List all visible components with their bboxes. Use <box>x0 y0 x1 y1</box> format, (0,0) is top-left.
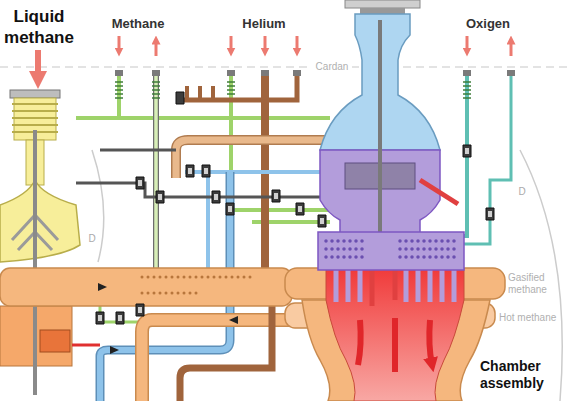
methane-line <box>153 76 159 268</box>
flow-arrow <box>358 318 432 372</box>
section-label: Gasified methane <box>508 272 564 296</box>
gimbal-line <box>0 66 572 67</box>
methane-manifold <box>0 268 292 306</box>
pump-shaft <box>33 130 37 395</box>
igniter-line <box>72 344 100 347</box>
turbine-part <box>40 330 70 352</box>
pump-shaft <box>378 20 382 232</box>
port-label: Helium <box>228 16 300 31</box>
methane-line <box>119 76 330 118</box>
injector-holes <box>326 241 458 257</box>
exhaust-pipe <box>420 180 458 204</box>
gimbal-plate <box>345 0 420 8</box>
helium-stub <box>187 86 213 100</box>
control-line <box>100 149 176 152</box>
helium-line <box>180 76 297 100</box>
outlet-arrow <box>155 40 158 56</box>
section-label: Hot methane <box>499 312 571 324</box>
pump-flange <box>10 90 60 98</box>
inlet-arrow <box>264 36 267 52</box>
pump-rib <box>12 104 58 132</box>
envelope-arc <box>92 150 104 262</box>
port-label: Methane <box>102 16 174 31</box>
valve <box>96 92 494 324</box>
control-line <box>76 183 330 197</box>
port-label: Oxigen <box>452 16 524 31</box>
callout-letter: D <box>516 186 528 198</box>
methane-duct <box>142 320 290 401</box>
manifold-holes <box>142 292 200 295</box>
inlet-arrow <box>118 36 121 52</box>
inlet-arrow <box>296 36 299 52</box>
reference-label: Cardan <box>312 61 352 73</box>
hot-line <box>176 140 335 178</box>
oxygen-line <box>206 172 210 268</box>
inlet-arrow <box>230 36 233 52</box>
outlet-arrow <box>510 40 513 56</box>
bellows <box>115 82 471 98</box>
methane-duct <box>142 320 290 401</box>
pump-volute <box>0 180 80 262</box>
methane-line <box>154 76 158 268</box>
valve-core <box>98 148 492 321</box>
injector-head <box>318 232 464 270</box>
inlet-label: Liquid methane <box>0 6 78 48</box>
hot-line <box>176 140 335 178</box>
methane-line <box>76 116 119 120</box>
helium-line <box>180 306 272 401</box>
inlet-arrow <box>466 36 469 52</box>
gimbal-mount <box>360 8 405 14</box>
manifold-holes <box>142 276 252 279</box>
callout-letter: D <box>86 233 98 245</box>
assembly-label: Chamber assembly <box>480 358 562 392</box>
inlet-arrow <box>35 50 41 80</box>
